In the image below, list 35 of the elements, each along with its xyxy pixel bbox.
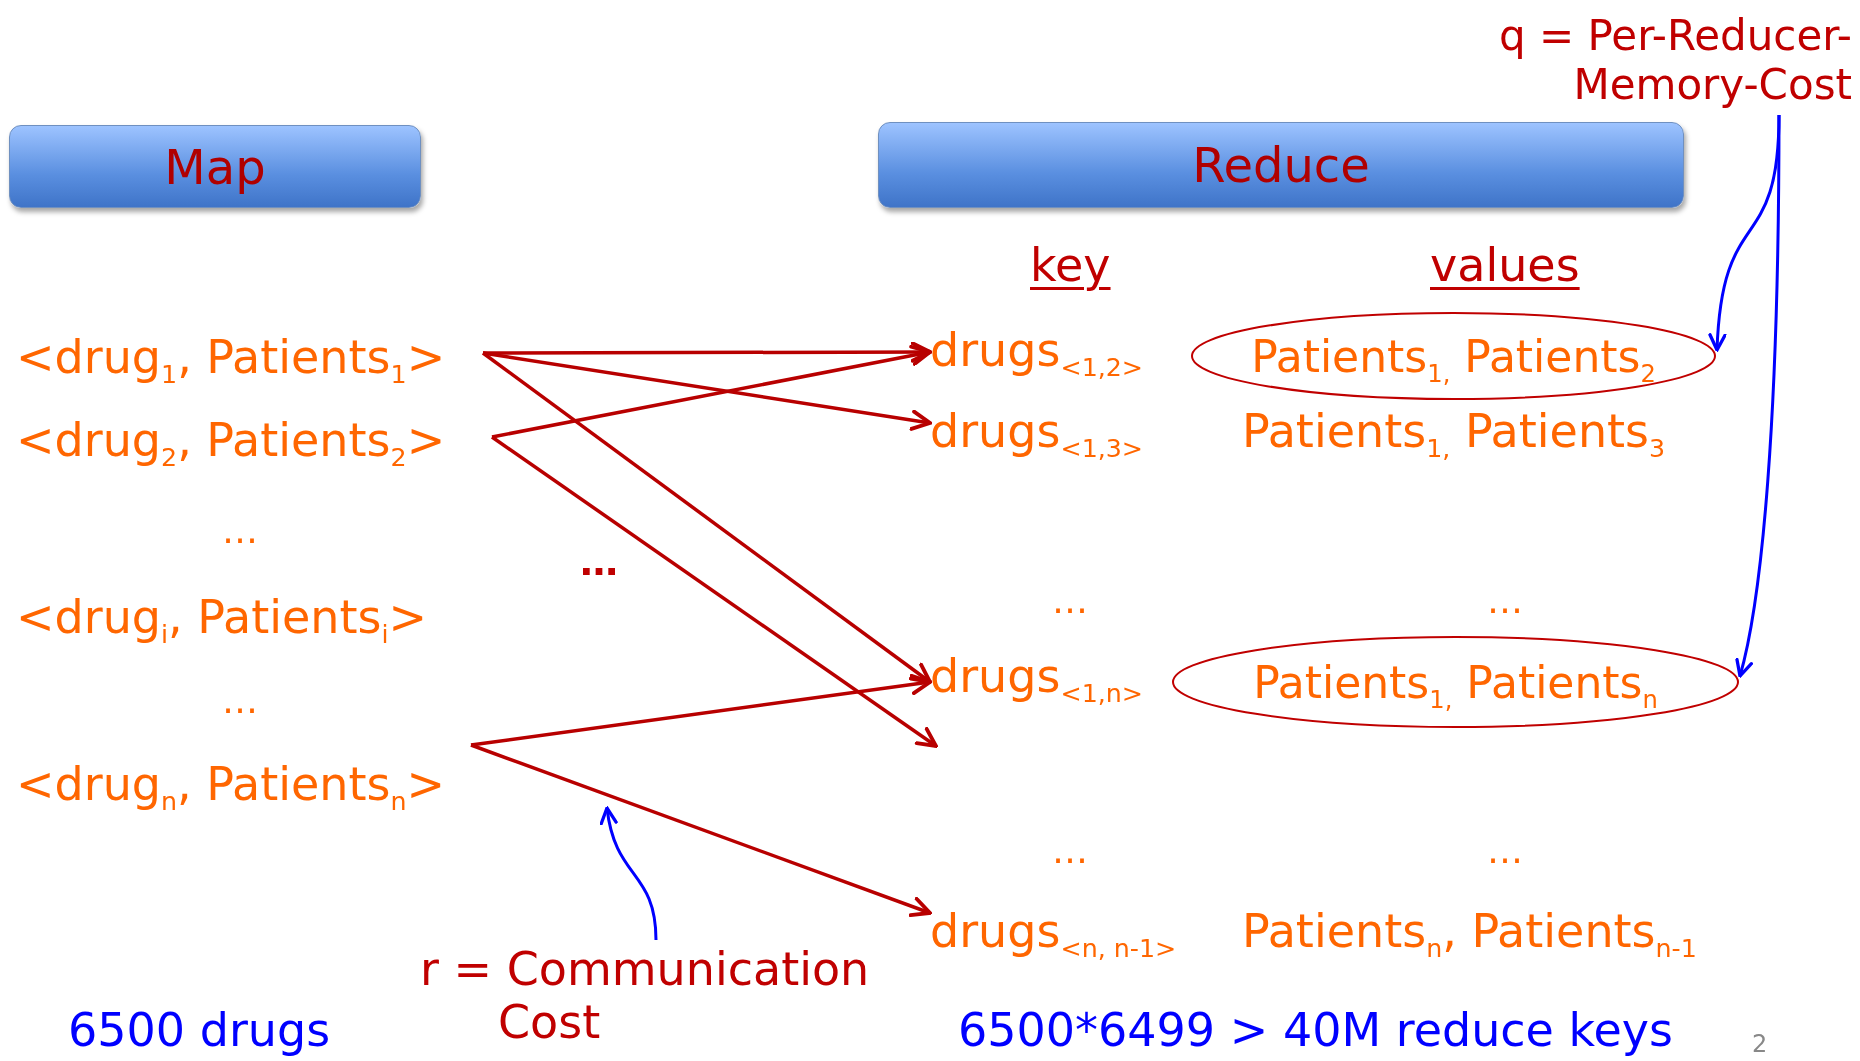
- pair-text: drugs$_{<1,2>}$: [930, 318, 1170, 382]
- arrow: [1734, 115, 1781, 678]
- arrow: [600, 806, 658, 941]
- label-text: 2: [1752, 1030, 1768, 1058]
- label-text: 6500 drugs: [68, 1003, 331, 1057]
- label-text: …: [1052, 580, 1088, 621]
- pair-text: <drug$_{2}$, Patients$_{2}$>: [16, 408, 492, 472]
- pair-text: Patients$_{n}$, Patients$_{n-1}$: [1242, 899, 1752, 963]
- label-text: …: [580, 540, 618, 584]
- pair-text: drugs$_{<1,3>}$: [930, 399, 1170, 463]
- label-text: …: [1487, 580, 1523, 621]
- pair-text: <drug$_{1}$, Patients$_{1}$>: [16, 325, 483, 389]
- header-bar: Reduce: [878, 122, 1684, 208]
- label-text: …: [222, 680, 258, 721]
- arrow: [470, 743, 932, 918]
- column-heading: values: [1430, 238, 1580, 292]
- arrow: [491, 435, 938, 748]
- column-heading: key: [1030, 238, 1111, 292]
- pair-text: <drug$_{n}$, Patients$_{n}$>: [16, 752, 471, 816]
- label-text: 6500*6499 > 40M reduce keys: [958, 1003, 1674, 1057]
- annotation-text: r = Communication Cost: [420, 940, 890, 1052]
- pair-text: Patients$_{1,}$ Patients$_{3}$: [1242, 399, 1712, 463]
- arrow: [470, 673, 932, 747]
- arrow: [491, 344, 932, 439]
- header-bar: Map: [9, 125, 421, 208]
- arrow: [482, 351, 932, 431]
- arrow: [481, 351, 932, 684]
- annotation-text: q = Per-Reducer- Memory-Cost: [1400, 6, 1852, 115]
- label-text: …: [1052, 830, 1088, 871]
- pair-text: <drug$_{i}$, Patients$_{i}$>: [16, 585, 492, 649]
- pair-text: drugs$_{<n, n-1>}$: [930, 899, 1220, 963]
- label-text: …: [1487, 830, 1523, 871]
- label-text: …: [222, 510, 258, 551]
- pair-text: drugs$_{<1,n>}$: [930, 650, 1170, 746]
- arrow: [483, 341, 932, 363]
